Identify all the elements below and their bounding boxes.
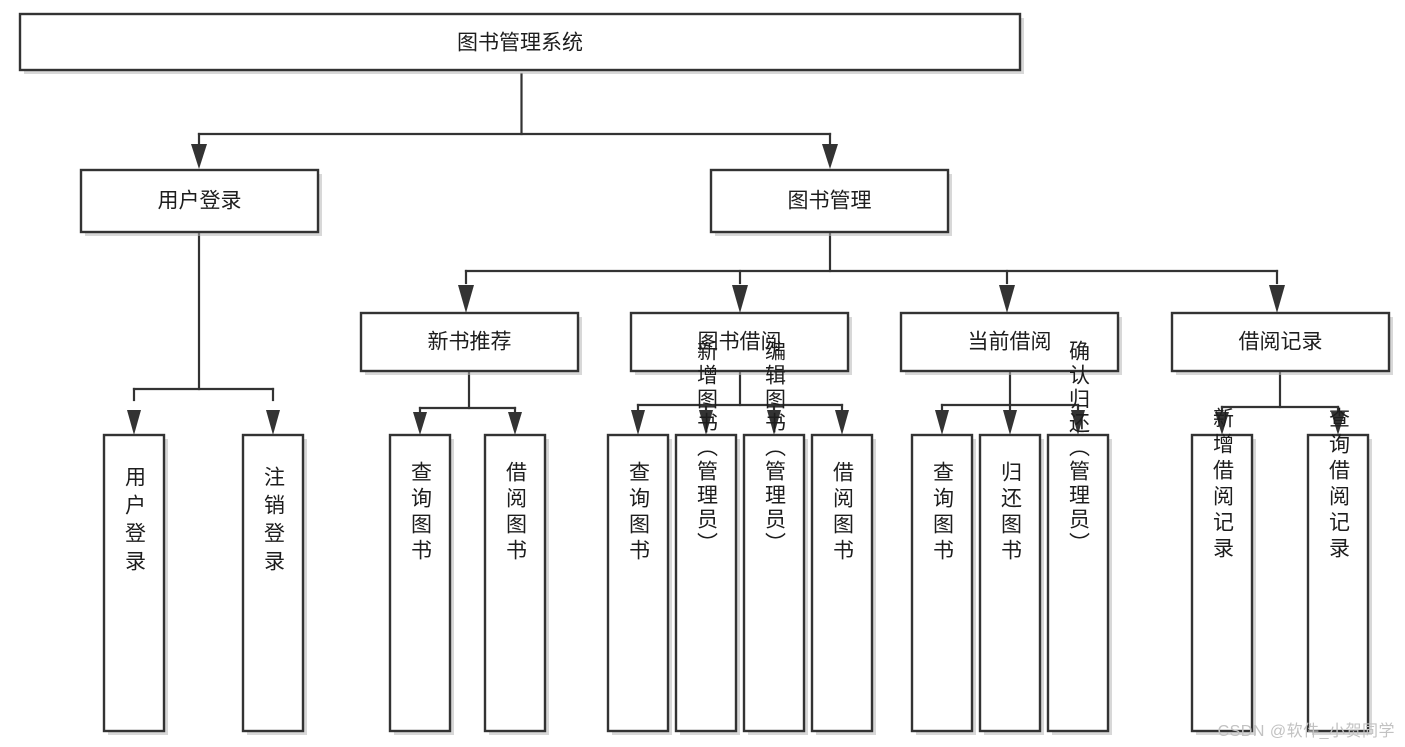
node-leaf10[interactable]: 归还图书: [978, 433, 1044, 735]
arrow-newbook-leaf4: [508, 412, 522, 435]
arrow-root-to-login: [191, 144, 207, 169]
node-login[interactable]: 用户登录: [79, 168, 322, 236]
node-borrow-box[interactable]: [629, 311, 850, 373]
node-bookmgmt[interactable]: 图书管理: [709, 168, 952, 236]
node-borrow-label: 图书借阅: [698, 331, 782, 354]
node-leaf6[interactable]: 新增图书（管理员）: [674, 340, 740, 735]
arrow-bookmgmt-records: [1269, 285, 1285, 313]
node-current-box[interactable]: [899, 311, 1120, 373]
arrow-bookmgmt-borrow: [732, 285, 748, 313]
arrow-root-to-bookmgmt: [822, 144, 838, 169]
node-leaf5-box[interactable]: [606, 433, 670, 733]
node-leaf12[interactable]: 新增借阅记录: [1190, 407, 1256, 735]
arrow-bookmgmt-newbook: [458, 285, 474, 313]
node-leaf13[interactable]: 查询借阅记录: [1306, 407, 1372, 735]
node-leaf3-box[interactable]: [388, 433, 452, 733]
node-leaf7-box[interactable]: [742, 433, 806, 733]
node-newbook-box[interactable]: [359, 311, 580, 373]
node-leaf6-label: 新增图书（管理员）: [695, 340, 719, 556]
node-leaf3-label: 查询图书: [409, 461, 433, 565]
node-leaf7[interactable]: 编辑图书（管理员）: [742, 340, 808, 735]
node-leaf3[interactable]: 查询图书: [388, 433, 454, 735]
arrow-bookmgmt-current: [999, 285, 1015, 313]
arrow-records-leaf13: [1331, 412, 1345, 435]
arrow-borrow-leaf8: [835, 410, 849, 435]
node-leaf4-label: 借阅图书: [504, 461, 528, 565]
node-newbook[interactable]: 新书推荐: [359, 311, 582, 375]
arrow-current-leaf11: [1071, 410, 1085, 435]
node-leaf6-box[interactable]: [674, 433, 738, 733]
arrow-current-leaf10: [1003, 410, 1017, 435]
node-leaf8-label: 借阅图书: [831, 461, 855, 565]
node-borrow[interactable]: 图书借阅: [629, 311, 852, 375]
node-login-label: 用户登录: [158, 190, 242, 213]
node-leaf13-label: 查询借阅记录: [1327, 407, 1351, 563]
node-leaf5[interactable]: 查询图书: [606, 433, 672, 735]
arrow-current-leaf9: [935, 410, 949, 435]
node-leaf9-label: 查询图书: [931, 461, 955, 565]
node-current-label: 当前借阅: [968, 331, 1052, 354]
node-leaf1-label: 用户登录: [123, 466, 147, 578]
node-leaf11[interactable]: 确认归还（管理员）: [1046, 340, 1112, 735]
arrow-records-leaf12: [1215, 412, 1229, 435]
arrow-borrow-leaf7: [767, 410, 781, 435]
node-records-box[interactable]: [1170, 311, 1391, 373]
node-leaf5-label: 查询图书: [627, 461, 651, 565]
arrow-newbook-leaf3: [413, 412, 427, 435]
node-bookmgmt-label: 图书管理: [788, 190, 872, 213]
node-records-label: 借阅记录: [1239, 331, 1323, 354]
node-leaf11-label: 确认归还（管理员）: [1067, 340, 1091, 556]
arrow-login-leaf1: [127, 410, 141, 435]
csdn-watermark: CSDN @软件_小贺同学: [1217, 723, 1395, 740]
node-leaf13-box[interactable]: [1306, 433, 1370, 733]
node-leaf4[interactable]: 借阅图书: [483, 433, 549, 735]
node-login-box[interactable]: [79, 168, 320, 234]
node-bookmgmt-box[interactable]: [709, 168, 950, 234]
arrow-borrow-leaf5: [631, 410, 645, 435]
node-leaf8-box[interactable]: [810, 433, 874, 733]
node-leaf8[interactable]: 借阅图书: [810, 433, 876, 735]
node-leaf12-label: 新增借阅记录: [1211, 407, 1235, 563]
node-leaf12-box[interactable]: [1190, 433, 1254, 733]
node-leaf1-box[interactable]: [102, 433, 166, 733]
edges-layer: [127, 72, 1345, 435]
node-leaf4-box[interactable]: [483, 433, 547, 733]
node-leaf9-box[interactable]: [910, 433, 974, 733]
node-current[interactable]: 当前借阅: [899, 311, 1122, 375]
node-leaf2[interactable]: 注销登录: [241, 433, 307, 735]
node-leaf9[interactable]: 查询图书: [910, 433, 976, 735]
node-leaf10-label: 归还图书: [999, 461, 1023, 565]
arrow-login-leaf2: [266, 410, 280, 435]
node-records[interactable]: 借阅记录: [1170, 311, 1393, 375]
nodes-layer: 图书管理系统 用户登录 图书管理 新书推荐: [18, 12, 1393, 735]
node-leaf10-box[interactable]: [978, 433, 1042, 733]
node-leaf11-box[interactable]: [1046, 433, 1110, 733]
node-leaf2-box[interactable]: [241, 433, 305, 733]
node-root[interactable]: 图书管理系统: [18, 12, 1024, 74]
node-root-label: 图书管理系统: [457, 32, 583, 55]
arrow-borrow-leaf6: [699, 410, 713, 435]
node-root-box[interactable]: [18, 12, 1022, 72]
node-leaf2-label: 注销登录: [262, 466, 286, 578]
node-leaf1[interactable]: 用户登录: [102, 433, 168, 735]
node-newbook-label: 新书推荐: [428, 331, 512, 354]
node-leaf7-label: 编辑图书（管理员）: [763, 340, 787, 556]
